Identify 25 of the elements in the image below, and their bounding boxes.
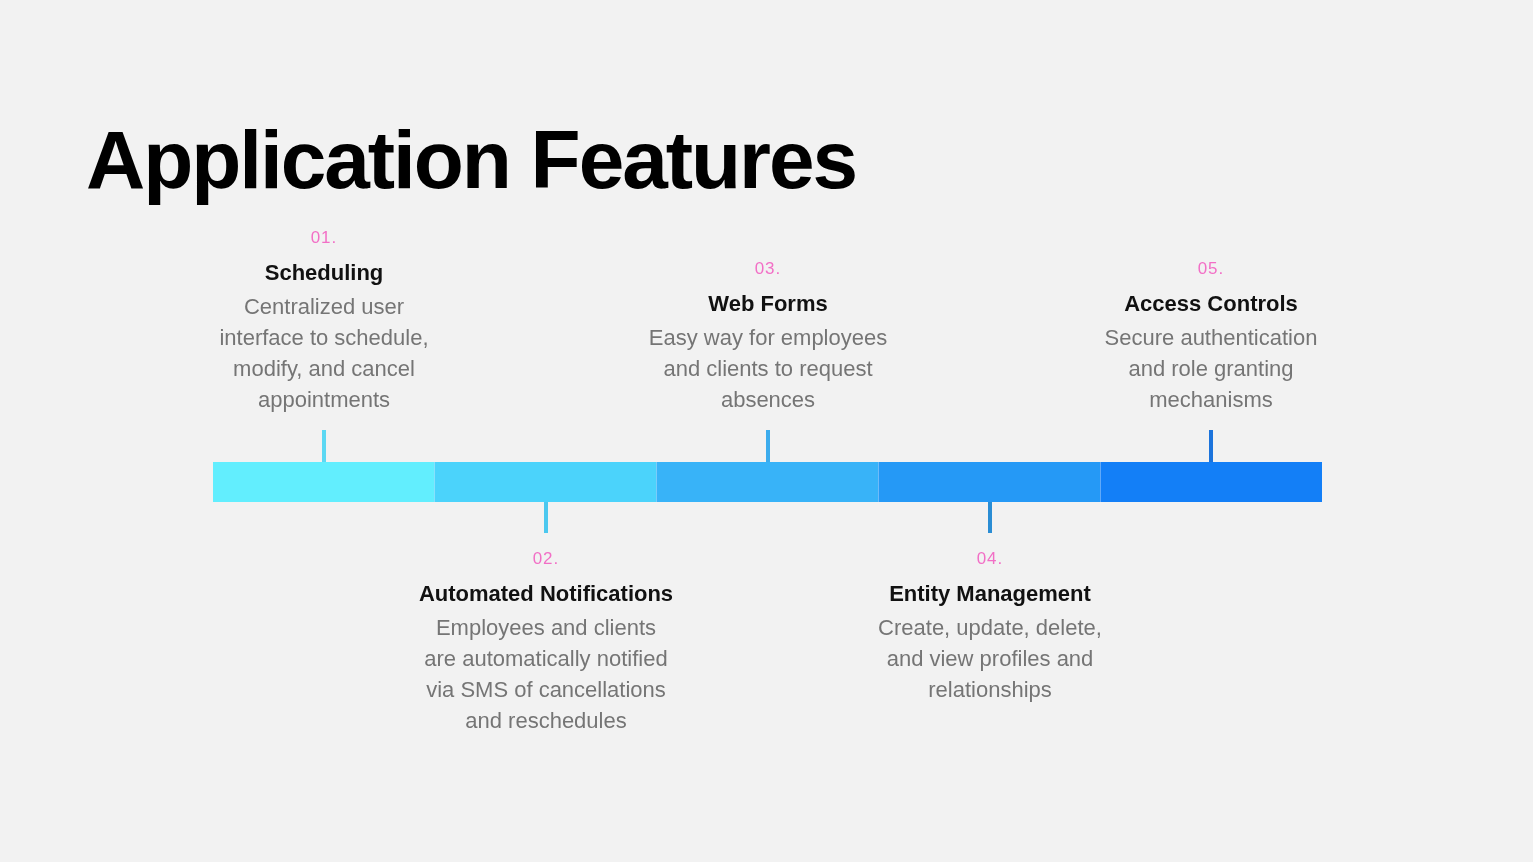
step-number: 01. [310, 227, 338, 249]
connector-line [1209, 430, 1213, 462]
connector-line [544, 502, 548, 533]
feature-heading: Scheduling [264, 259, 384, 287]
connector-line [322, 430, 326, 462]
step-number: 02. [532, 548, 560, 570]
feature-description: Create, update, delete, and view profiles and relationships [877, 614, 1103, 704]
step-number: 03. [754, 258, 782, 280]
step-number: 04. [976, 548, 1004, 570]
timeline-segment [213, 462, 434, 502]
feature-description: Employees and clients are automatically notified via SMS of cancellations and reschedules [423, 614, 669, 735]
timeline-segment [878, 462, 1100, 502]
connector-line [766, 430, 770, 462]
feature-heading: Entity Management [889, 580, 1091, 608]
timeline-segment [434, 462, 656, 502]
feature-heading: Automated Notifications [418, 580, 674, 608]
step-number: 05. [1197, 258, 1225, 280]
feature-heading: Web Forms [708, 290, 828, 318]
timeline-segment [1100, 462, 1322, 502]
feature-description: Secure authentication and role granting mechanisms [1103, 324, 1319, 414]
timeline-segment [656, 462, 878, 502]
feature-heading: Access Controls [1124, 290, 1298, 318]
feature-description: Easy way for employees and clients to request absences [647, 324, 889, 414]
feature-description: Centralized user interface to schedule, modify, and cancel appointments [218, 293, 430, 414]
connector-line [988, 502, 992, 533]
